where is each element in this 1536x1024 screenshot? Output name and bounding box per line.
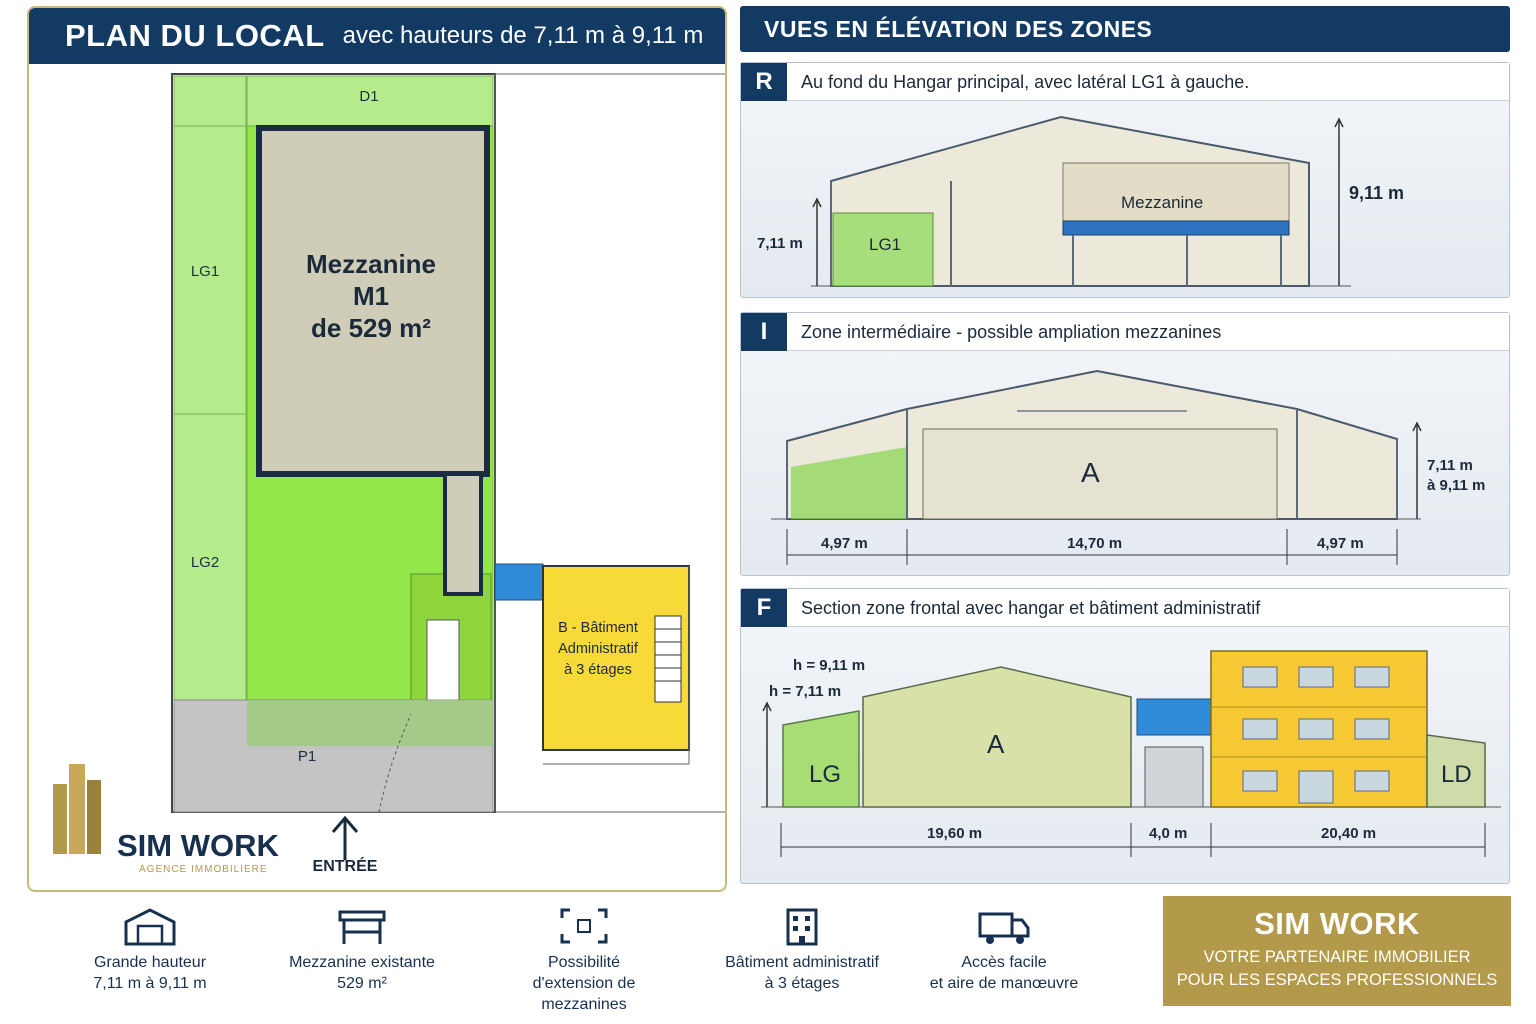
plan-subtitle: avec hauteurs de 7,11 m à 9,11 m bbox=[342, 22, 704, 49]
mezzanine-line3: de 529 m² bbox=[311, 313, 431, 343]
feature-3-line2: d'extension de mezzanines bbox=[532, 975, 636, 1013]
label-lg2: LG2 bbox=[190, 554, 220, 571]
sim-work-logo-icon bbox=[53, 764, 101, 854]
right-plot-outline bbox=[494, 73, 725, 813]
label-p1: P1 bbox=[297, 748, 317, 765]
feature-3-line1: Possibilité bbox=[547, 954, 621, 971]
view-i-drawing bbox=[771, 369, 1422, 565]
zone-d1 bbox=[246, 75, 494, 127]
view-r-drawing bbox=[811, 115, 1351, 287]
truck-icon bbox=[978, 912, 1030, 944]
view-r-panel: R Au fond du Hangar principal, avec laté… bbox=[740, 62, 1510, 298]
label-d1: D1 bbox=[359, 88, 379, 105]
label-lg1: LG1 bbox=[190, 263, 220, 280]
brand-box: SIM WORK VOTRE PARTENAIRE IMMOBILIER POU… bbox=[1163, 896, 1511, 1006]
logo-name: SIM WORK bbox=[117, 828, 279, 863]
view-i-panel: I Zone intermédiaire - possible ampliati… bbox=[740, 312, 1510, 576]
plan-header: PLAN DU LOCAL avec hauteurs de 7,11 m à … bbox=[29, 8, 725, 64]
floor-plan-drawing bbox=[53, 73, 725, 860]
view-r-caption: Au fond du Hangar principal, avec latéra… bbox=[801, 71, 1250, 92]
feature-high-ceiling: Grande hauteur 7,11 m à 9,11 m bbox=[60, 906, 240, 994]
expand-icon bbox=[560, 908, 608, 944]
view-r-height-low: 7,11 m bbox=[757, 235, 803, 252]
building-icon bbox=[786, 908, 818, 946]
zone-mezzanine bbox=[256, 125, 490, 477]
brand-tagline-2: POUR LES ESPACES PROFESSIONNELS bbox=[1176, 971, 1498, 989]
view-f-panel: F Section zone frontal avec hangar et bâ… bbox=[740, 588, 1510, 884]
view-f-ld: LD bbox=[1441, 761, 1472, 788]
feature-2-line1: Mezzanine existante bbox=[289, 954, 435, 971]
view-r-height-high: 9,11 m bbox=[1349, 183, 1405, 203]
brand-tagline-1: VOTRE PARTENAIRE IMMOBILIER bbox=[1203, 948, 1471, 966]
view-f-lg: LG bbox=[809, 761, 842, 788]
zone-access bbox=[494, 563, 544, 601]
view-r-letter: R bbox=[741, 63, 787, 101]
view-i-header: I Zone intermédiaire - possible ampliati… bbox=[741, 313, 1509, 351]
brand-name: SIM WORK bbox=[1254, 906, 1420, 941]
plan-panel: PLAN DU LOCAL avec hauteurs de 7,11 m à … bbox=[27, 6, 727, 892]
view-i-dim-right: 4,97 m bbox=[1317, 535, 1364, 552]
mezzanine-line2: M1 bbox=[352, 281, 390, 311]
feature-5-line2: et aire de manœuvre bbox=[929, 975, 1079, 992]
view-r-header: R Au fond du Hangar principal, avec laté… bbox=[741, 63, 1509, 101]
mezzanine-icon bbox=[338, 910, 386, 944]
view-f-dim-right: 20,40 m bbox=[1321, 825, 1377, 842]
feature-4-line1: Bâtiment administratif bbox=[725, 954, 879, 971]
view-f-drawing bbox=[761, 650, 1501, 857]
view-i-dim-center: 14,70 m bbox=[1067, 535, 1123, 552]
plan-title: PLAN DU LOCAL bbox=[65, 18, 325, 53]
view-i-zone: A bbox=[1081, 457, 1100, 488]
feature-extension: Possibilité d'extension de mezzanines bbox=[494, 906, 674, 1015]
mezzanine-line1: Mezzanine bbox=[305, 249, 437, 279]
feature-mezzanine: Mezzanine existante 529 m² bbox=[272, 906, 452, 994]
feature-1-line1: Grande hauteur bbox=[93, 954, 207, 971]
feature-access: Accès facile et aire de manœuvre bbox=[914, 906, 1094, 994]
admin-line1: B - Bâtiment bbox=[558, 620, 638, 636]
view-i-height-1: 7,11 m bbox=[1427, 457, 1473, 474]
view-f-dim-center: 4,0 m bbox=[1149, 825, 1188, 842]
mezzanine-label: Mezzanine M1 de 529 m² bbox=[269, 248, 473, 344]
hangar-icon bbox=[124, 908, 176, 946]
view-f-header: F Section zone frontal avec hangar et bâ… bbox=[741, 589, 1509, 627]
view-r-mezzanine: Mezzanine bbox=[1121, 193, 1204, 212]
entrance-label: ENTRÉE bbox=[312, 858, 378, 875]
view-f-caption: Section zone frontal avec hangar et bâti… bbox=[801, 597, 1261, 618]
view-i-caption: Zone intermédiaire - possible ampliation… bbox=[801, 321, 1222, 342]
view-i-height-2: à 9,11 m bbox=[1427, 477, 1486, 494]
feature-2-line2: 529 m² bbox=[337, 975, 387, 992]
zone-lg-strip bbox=[173, 75, 247, 701]
view-r-lg1: LG1 bbox=[869, 235, 902, 254]
feature-1-line2: 7,11 m à 9,11 m bbox=[93, 975, 207, 992]
admin-line3: à 3 étages bbox=[564, 662, 632, 678]
view-f-dim-left: 19,60 m bbox=[927, 825, 983, 842]
view-f-h-high: h = 9,11 m bbox=[793, 657, 866, 674]
logo-tagline: AGENCE IMMOBILIERE bbox=[139, 864, 268, 875]
view-i-letter: I bbox=[741, 313, 787, 351]
admin-label: B - Bâtiment Administratif à 3 étages bbox=[543, 618, 653, 681]
view-i-dim-left: 4,97 m bbox=[821, 535, 868, 552]
views-header: VUES EN ÉLÉVATION DES ZONES bbox=[740, 6, 1510, 52]
feature-admin-building: Bâtiment administratif à 3 étages bbox=[712, 906, 892, 994]
view-f-h-low: h = 7,11 m bbox=[769, 683, 842, 700]
admin-line2: Administratif bbox=[558, 641, 638, 657]
feature-4-line2: à 3 étages bbox=[764, 975, 840, 992]
feature-5-line1: Accès facile bbox=[961, 954, 1047, 971]
view-f-letter: F bbox=[741, 589, 787, 627]
view-f-a: A bbox=[987, 729, 1005, 759]
